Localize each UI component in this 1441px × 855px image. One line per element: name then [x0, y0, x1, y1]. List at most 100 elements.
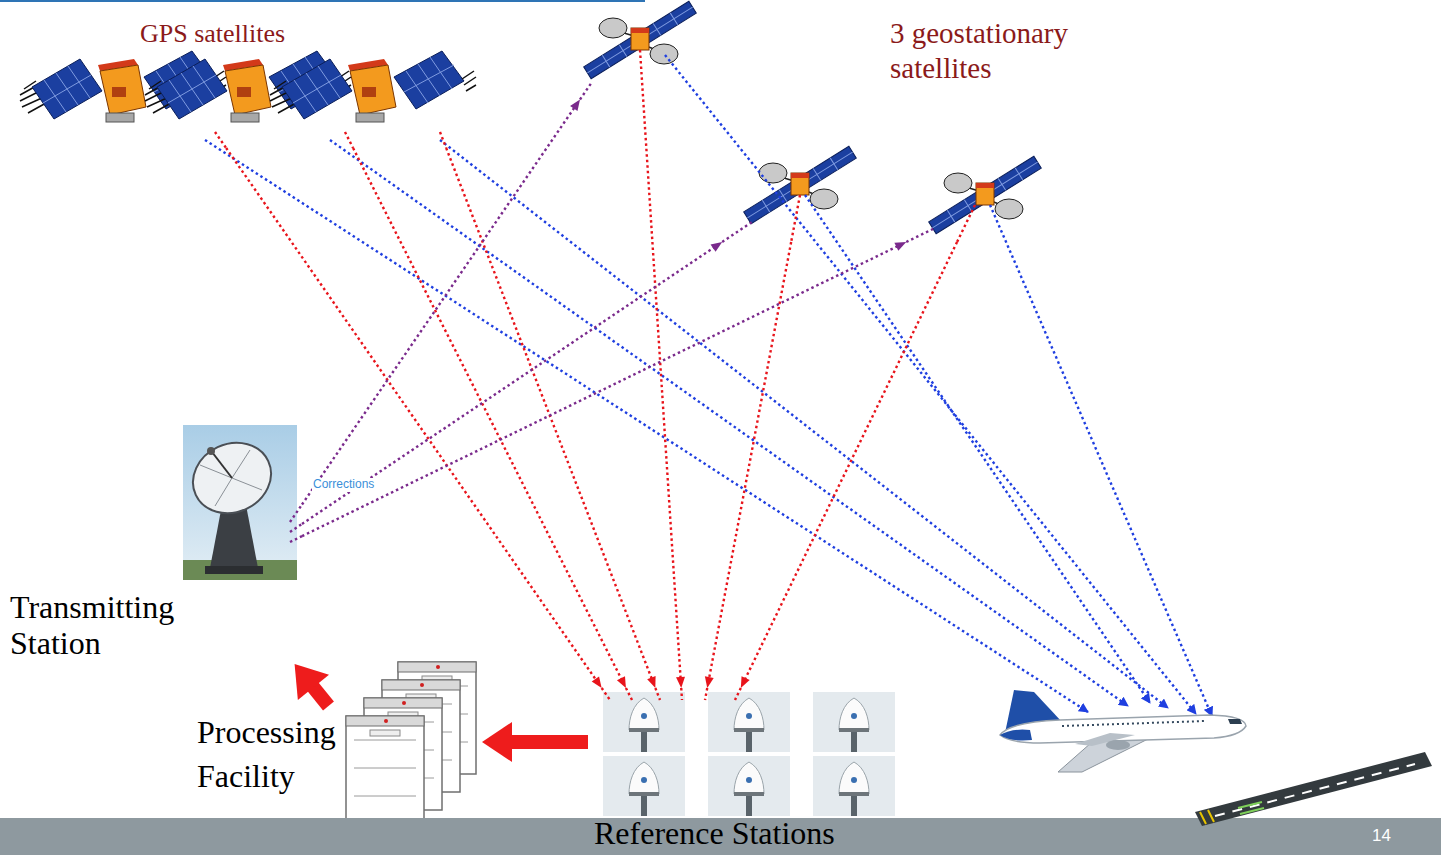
arrow-head: [741, 676, 750, 688]
dish-antenna-photo-part: [200, 450, 262, 506]
measurement-signal: [446, 148, 655, 688]
gps-satellite-icon: [270, 51, 476, 122]
connector-line: [744, 242, 957, 682]
arrow-head: [705, 676, 714, 688]
connector-stub: [215, 132, 226, 148]
runway-picture-part: [1215, 764, 1415, 816]
dish-antenna-photo-part: [181, 430, 282, 525]
uplink-signal: [302, 242, 722, 524]
connector-stub: [640, 50, 652, 242]
node-label: 3 geostationary satellites: [890, 16, 1120, 86]
measurement-signal: [652, 242, 685, 688]
connector-stub: [440, 132, 446, 148]
airplane-picture-part: [1228, 719, 1242, 724]
satellite-group: 3 geostationary satellites: [580, 0, 1124, 242]
geostationary-satellite-icon: [929, 156, 1042, 234]
connector-line: [302, 105, 576, 505]
connector-stub: [345, 132, 353, 148]
uplink-signal: [302, 99, 580, 504]
signal-line: [330, 140, 1128, 706]
node-label: GPS satellites: [140, 18, 400, 49]
measurement-signal: [741, 242, 957, 688]
server-cabinet: [346, 716, 424, 828]
connector-stub: [580, 82, 592, 99]
connector-stub: [602, 688, 610, 700]
signal-to-aircraft-lines: [205, 55, 1212, 716]
runway-picture-part: [1200, 810, 1214, 824]
node-label: Processing Facility: [197, 710, 372, 798]
arrow-head: [295, 664, 329, 700]
connector-line: [652, 242, 680, 681]
connector-stub: [906, 228, 935, 242]
connector-stub: [957, 205, 975, 242]
node-label: Transmitting Station: [10, 590, 210, 662]
signal-line: [665, 55, 1196, 714]
arrow-head: [647, 676, 655, 688]
radome-icon: [603, 692, 685, 752]
processing-servers-picture: [346, 662, 476, 828]
measurement-signal: [705, 242, 791, 688]
connector-line: [226, 148, 598, 683]
radome-icon: [708, 692, 790, 752]
gps-satellites-picture: [20, 51, 476, 122]
connector-line: [353, 148, 623, 682]
signal-line: [805, 195, 1150, 703]
radome-icon: [603, 756, 685, 816]
processing-facility: Processing Facility: [190, 706, 482, 810]
arrow-head: [894, 242, 906, 251]
airplane-picture-part: [1000, 730, 1032, 741]
arrow-head: [617, 676, 626, 688]
airplane-picture: [1000, 690, 1246, 772]
connector-stub: [290, 505, 302, 522]
arrow-head: [570, 99, 580, 111]
reference-stations-photos: [603, 692, 895, 816]
connector-line: [508, 735, 589, 749]
airplane-picture-part: [1106, 740, 1130, 750]
dish-antenna-photo: [181, 425, 297, 580]
connector-stub: [680, 688, 683, 700]
reference-stations: Reference Stations: [588, 688, 908, 854]
connector-stub: [655, 688, 660, 700]
arrow-head: [676, 677, 685, 688]
radome-icon: [813, 692, 895, 752]
connector-stub: [290, 536, 302, 542]
connector-stub: [705, 688, 707, 700]
connector-stub: [791, 195, 800, 242]
runway-picture-part: [1195, 752, 1432, 826]
connector-line: [302, 246, 717, 524]
geostationary-satellite-icon: [744, 146, 857, 224]
measurement-signal: [353, 148, 626, 688]
signal-line: [990, 205, 1212, 716]
dish-antenna-photo-part: [212, 452, 232, 478]
connector-stub: [626, 688, 632, 700]
connector-stub: [735, 688, 741, 700]
airplane-picture-part: [1062, 721, 1205, 726]
connector-line: [302, 245, 900, 536]
arrow-head: [482, 722, 512, 762]
node-label: Reference Stations: [594, 816, 904, 852]
corrections-label: Corrections: [312, 478, 375, 492]
page-number: 14: [1371, 826, 1392, 846]
ground-station: Transmitting Station: [6, 420, 302, 664]
dish-antenna-photo-part: [207, 447, 215, 455]
connector-stub: [290, 524, 302, 532]
connector-stub: [722, 222, 752, 242]
arrow-head: [711, 242, 723, 252]
data-flow-arrow: [482, 722, 588, 762]
satellite-group: GPS satellites: [40, 12, 490, 148]
connector-line: [708, 242, 791, 682]
runway-picture-part: [1238, 802, 1264, 814]
signal-line: [205, 140, 1088, 712]
dish-antenna-photo-part: [205, 566, 263, 574]
uplink-signal: [302, 242, 906, 536]
header-rule: [0, 0, 645, 2]
radome-icon: [708, 756, 790, 816]
dish-antenna-photo-part: [210, 505, 258, 568]
arrow-head: [592, 676, 602, 688]
radome-icon: [813, 756, 895, 816]
runway-picture: [1195, 752, 1432, 826]
airplane-picture-part: [1000, 715, 1246, 743]
signal-line: [440, 140, 1168, 708]
data-flow-arrow: [295, 664, 329, 706]
